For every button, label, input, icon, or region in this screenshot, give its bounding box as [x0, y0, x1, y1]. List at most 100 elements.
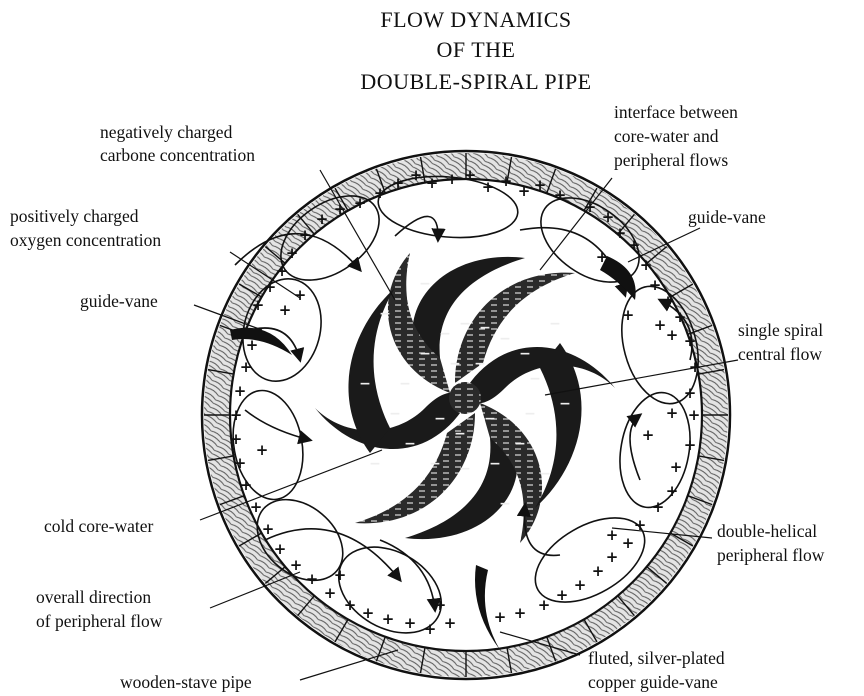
minus-sign: − [454, 426, 466, 442]
plus-sign: + [324, 584, 337, 602]
plus-sign: + [674, 308, 687, 326]
minus-sign: − [429, 456, 441, 472]
plus-sign: + [642, 426, 655, 444]
plus-sign: + [382, 610, 395, 628]
plus-sign: + [596, 248, 609, 266]
minus-sign: − [404, 436, 416, 452]
plus-sign: + [666, 482, 679, 500]
plus-sign: + [354, 194, 367, 212]
plus-sign: + [614, 224, 627, 242]
minus-sign: − [369, 456, 381, 472]
plus-sign: + [654, 316, 667, 334]
plus-sign: + [424, 620, 437, 638]
label-wooden-stave: wooden-stave pipe [120, 672, 252, 692]
label-neg-carbon: negatively charged carbone concentration [100, 122, 255, 165]
plus-sign: + [666, 326, 679, 344]
label-guide-vane-left: guide-vane [80, 291, 158, 311]
plus-sign: + [362, 604, 375, 622]
plus-sign: + [518, 182, 531, 200]
plus-sign: + [230, 430, 243, 448]
plus-sign: + [426, 174, 439, 192]
plus-sign: + [256, 441, 269, 459]
label-interface: interface between core-water and periphe… [614, 102, 742, 170]
plus-sign: + [684, 384, 697, 402]
plus-sign: + [230, 406, 243, 424]
minus-sign: − [419, 346, 431, 362]
plus-sign: + [410, 166, 423, 184]
plus-sign: + [514, 604, 527, 622]
label-cold-core: cold core-water [44, 516, 153, 536]
plus-sign: + [652, 498, 665, 516]
plus-sign: + [622, 534, 635, 552]
minus-sign: − [434, 411, 446, 427]
minus-sign: − [519, 346, 531, 362]
plus-sign: + [670, 458, 683, 476]
label-overall-direction: overall direction of peripheral flow [36, 587, 163, 631]
plus-sign: + [274, 540, 287, 558]
spiral-core [449, 382, 481, 414]
minus-sign: − [459, 316, 471, 332]
plus-sign: + [279, 301, 292, 319]
plus-sign: + [290, 556, 303, 574]
minus-sign: − [489, 456, 501, 472]
label-guide-vane-right: guide-vane [688, 207, 766, 227]
title-line-1: FLOW DYNAMICS [380, 7, 571, 32]
plus-sign: + [262, 520, 275, 538]
plus-sign: + [628, 236, 641, 254]
plus-sign: + [276, 262, 289, 280]
minus-sign: − [389, 406, 401, 422]
label-double-helical: double-helical peripheral flow [717, 521, 825, 565]
minus-sign: − [539, 466, 551, 482]
plus-sign: + [252, 296, 265, 314]
plus-sign: + [574, 576, 587, 594]
minus-sign: − [379, 306, 391, 322]
minus-sign: − [459, 461, 471, 477]
plus-sign: + [404, 614, 417, 632]
minus-sign: − [449, 356, 461, 372]
title-line-2: OF THE [437, 37, 516, 62]
minus-sign: − [549, 316, 561, 332]
plus-sign: + [464, 166, 477, 184]
minus-sign: − [419, 276, 431, 292]
plus-sign: + [534, 176, 547, 194]
label-fluted-vane: fluted, silver-plated copper guide-vane [588, 648, 729, 692]
plus-sign: + [444, 614, 457, 632]
plus-sign: + [556, 586, 569, 604]
plus-sign: + [334, 566, 347, 584]
plus-sign: + [334, 200, 347, 218]
minus-sign: − [479, 320, 491, 336]
plus-sign: + [246, 336, 259, 354]
plus-sign: + [240, 476, 253, 494]
plus-sign: + [392, 174, 405, 192]
plus-sign: + [482, 178, 495, 196]
minus-sign: − [359, 376, 371, 392]
plus-sign: + [299, 226, 312, 244]
minus-sign: − [474, 356, 486, 372]
minus-sign: − [499, 331, 511, 347]
label-single-spiral: single spiral central flow [738, 320, 827, 364]
plus-sign: + [538, 596, 551, 614]
plus-sign: + [306, 570, 319, 588]
minus-sign: − [399, 376, 411, 392]
plus-sign: + [554, 186, 567, 204]
plus-sign: + [592, 562, 605, 580]
plus-sign: + [316, 210, 329, 228]
plus-sign: + [662, 292, 675, 310]
plus-sign: + [234, 382, 247, 400]
plus-sign: + [434, 596, 447, 614]
minus-sign: − [514, 436, 526, 452]
plus-sign: + [344, 596, 357, 614]
plus-sign: + [684, 436, 697, 454]
plus-sign: + [286, 244, 299, 262]
title-line-3: DOUBLE-SPIRAL PIPE [360, 69, 591, 94]
minus-sign: − [484, 411, 496, 427]
plus-sign: + [240, 358, 253, 376]
plus-sign: + [666, 404, 679, 422]
plus-sign: + [640, 256, 653, 274]
plus-sign: + [602, 208, 615, 226]
plus-sign: + [649, 276, 662, 294]
minus-sign: − [559, 396, 571, 412]
wooden-stave-pipe [202, 151, 730, 679]
minus-sign: − [524, 406, 536, 422]
label-pos-oxygen: positively charged oxygen concentration [10, 206, 161, 250]
